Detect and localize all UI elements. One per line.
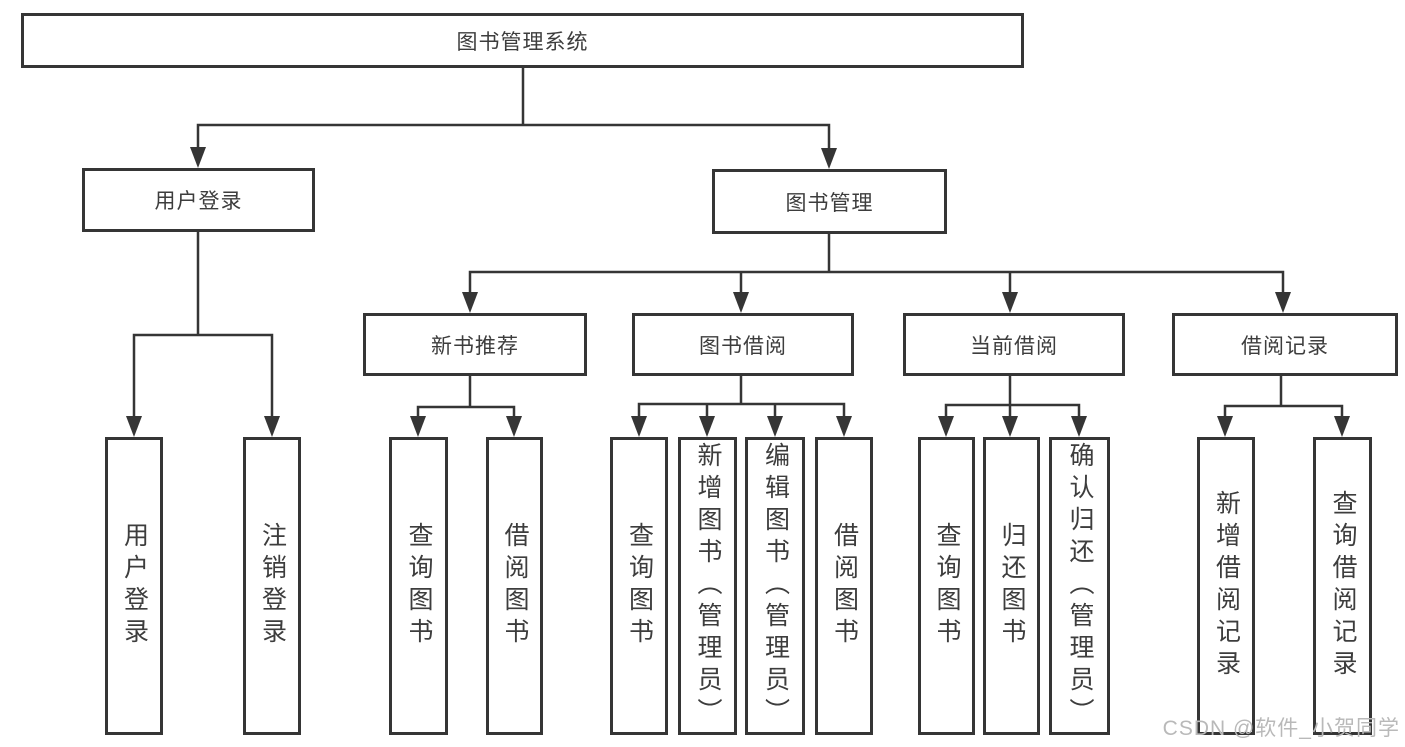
node-user-login-leaf: 用户登录	[105, 437, 163, 735]
node-label-query-books-3: 查询图书	[933, 522, 961, 650]
connector-user-login-children	[132, 230, 274, 424]
node-current-borrowing: 当前借阅	[903, 313, 1125, 376]
node-label-confirm-return-admin: 确认归还（管理员）	[1066, 442, 1094, 730]
arrowhead-icon	[462, 292, 478, 313]
node-label-borrow-books-2: 借阅图书	[830, 522, 859, 650]
node-logout-leaf: 注销登录	[243, 437, 301, 735]
node-label-query-books-2: 查询图书	[625, 522, 654, 650]
node-query-books-1: 查询图书	[389, 437, 448, 735]
arrowhead-icon	[1002, 292, 1018, 313]
node-label-user-login-leaf: 用户登录	[120, 522, 149, 650]
node-book-borrowing: 图书借阅	[632, 313, 854, 376]
node-label-book-borrowing: 图书借阅	[699, 334, 787, 358]
arrowhead-icon	[938, 416, 954, 437]
node-query-books-2: 查询图书	[610, 437, 668, 735]
node-label-borrow-books-1: 借阅图书	[501, 522, 529, 650]
node-add-borrow-record: 新增借阅记录	[1197, 437, 1255, 735]
node-return-books: 归还图书	[983, 437, 1040, 735]
node-label-current-borrowing: 当前借阅	[970, 334, 1058, 358]
node-label-return-books: 归还图书	[998, 522, 1026, 650]
node-label-add-books-admin: 新增图书（管理员）	[694, 442, 722, 730]
node-label-edit-books-admin: 编辑图书（管理员）	[761, 442, 790, 730]
arrowhead-icon	[1217, 416, 1233, 437]
node-user-login: 用户登录	[82, 168, 315, 232]
node-borrow-books-2: 借阅图书	[815, 437, 873, 735]
node-label-add-borrow-record: 新增借阅记录	[1212, 490, 1241, 682]
arrowhead-icon	[733, 292, 749, 313]
node-query-books-3: 查询图书	[918, 437, 975, 735]
connector-new-book-recommend-children	[416, 374, 516, 424]
node-new-book-recommend: 新书推荐	[363, 313, 587, 376]
node-confirm-return-admin: 确认归还（管理员）	[1049, 437, 1110, 735]
arrowhead-icon	[836, 416, 852, 437]
arrowhead-icon	[767, 416, 783, 437]
arrowhead-icon	[1071, 416, 1087, 437]
node-label-borrowing-records: 借阅记录	[1241, 334, 1329, 358]
node-label-query-borrow-record: 查询借阅记录	[1329, 490, 1357, 682]
arrowhead-icon	[264, 416, 280, 437]
arrowhead-icon	[699, 416, 715, 437]
node-label-logout-leaf: 注销登录	[258, 522, 287, 650]
arrowhead-icon	[821, 148, 837, 169]
node-root: 图书管理系统	[21, 13, 1024, 68]
node-edit-books-admin: 编辑图书（管理员）	[745, 437, 805, 735]
arrowhead-icon	[410, 416, 426, 437]
connector-current-borrowing-children	[944, 374, 1081, 424]
arrowhead-icon	[631, 416, 647, 437]
connector-root-to-level2	[196, 66, 831, 156]
connector-book-borrowing-children	[637, 374, 846, 424]
arrowhead-icon	[1275, 292, 1291, 313]
node-label-user-login: 用户登录	[154, 190, 243, 213]
node-add-books-admin: 新增图书（管理员）	[678, 437, 737, 735]
node-label-new-book-recommend: 新书推荐	[431, 334, 519, 358]
arrowhead-icon	[1002, 416, 1018, 437]
arrowhead-icon	[126, 416, 142, 437]
node-label-query-books-1: 查询图书	[405, 522, 433, 650]
arrowhead-icon	[190, 147, 206, 168]
node-borrow-books-1: 借阅图书	[486, 437, 543, 735]
arrowhead-icon	[506, 416, 522, 437]
connector-borrowing-records-children	[1223, 374, 1344, 424]
node-label-book-management: 图书管理	[785, 191, 874, 215]
node-book-management: 图书管理	[712, 169, 947, 234]
connector-book-management-children	[468, 232, 1285, 300]
node-label-root: 图书管理系统	[456, 30, 589, 54]
node-borrowing-records: 借阅记录	[1172, 313, 1398, 376]
node-query-borrow-record: 查询借阅记录	[1313, 437, 1372, 735]
arrowhead-icon	[1334, 416, 1350, 437]
